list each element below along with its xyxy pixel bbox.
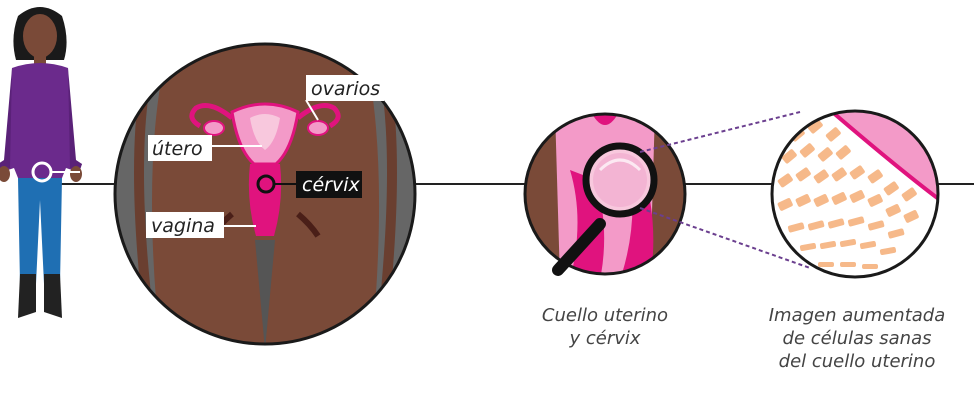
label-box-uterus — [148, 135, 212, 161]
label-uterus: útero — [152, 138, 203, 160]
anatomy-circle: ovarios útero cérvix vagina — [113, 42, 417, 346]
label-box-vagina — [146, 212, 224, 238]
right-ovary — [307, 120, 329, 136]
caption-magnified-cells: Imagen aumentada de células sanas del cu… — [752, 304, 962, 373]
zoom-line-top — [639, 111, 801, 153]
label-ovaries: ovarios — [311, 78, 380, 100]
left-ovary — [203, 120, 225, 136]
magnified-cells-circle — [770, 109, 940, 279]
caption-line: del cuello uterino — [778, 351, 936, 372]
magnifier-icon — [552, 142, 658, 276]
caption-line: Cuello uterino — [541, 305, 669, 326]
label-box-cervix — [296, 171, 362, 198]
caption-line: Imagen aumentada — [768, 305, 946, 326]
label-vagina: vagina — [151, 215, 215, 237]
label-cervix: cérvix — [302, 174, 360, 196]
woman-figure — [0, 7, 82, 318]
caption-line: y cérvix — [569, 328, 641, 349]
label-box-ovaries — [306, 75, 384, 101]
zoom-line-bottom — [639, 207, 811, 269]
caption-cervix-closeup: Cuello uterino y cérvix — [520, 304, 690, 350]
caption-line: de células sanas — [782, 328, 932, 349]
